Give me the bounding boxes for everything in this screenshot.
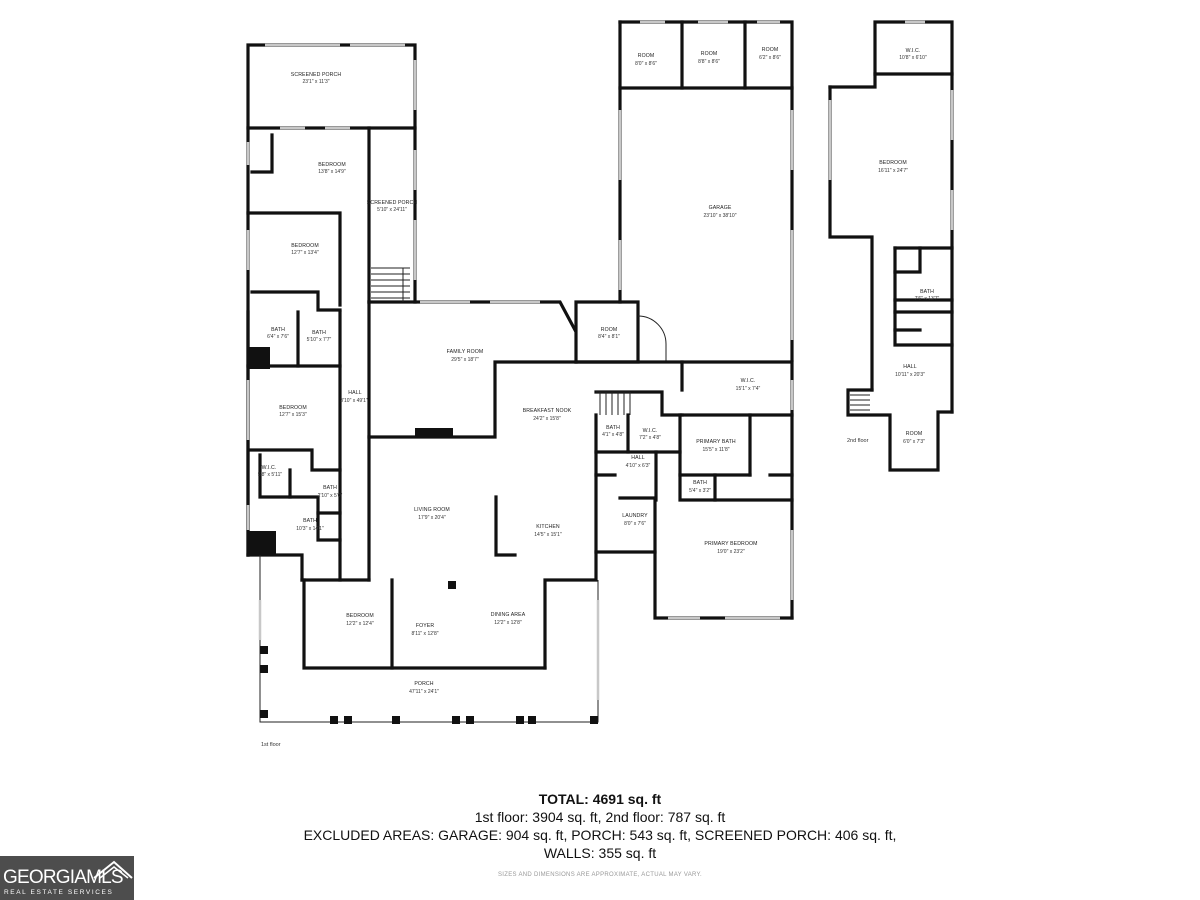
- room-upper-bath-name: BATH: [920, 289, 934, 295]
- room-bath-1-dims: 6'4" x 7'6": [267, 334, 289, 340]
- floor-label-first: 1st floor: [261, 742, 281, 748]
- room-living-room-dims: 17'9" x 20'4": [418, 515, 446, 521]
- room-wic-3-dims: 7'2" x 4'8": [639, 435, 661, 441]
- room-bedroom-1-name: BEDROOM: [318, 162, 346, 168]
- room-family-room-dims: 29'5" x 18'7": [451, 357, 479, 363]
- room-screened-porch-dims: 23'1" x 11'3": [302, 79, 329, 85]
- room-dining-area-name: DINING AREA: [491, 612, 526, 618]
- room-bedroom-2-name: BEDROOM: [291, 243, 319, 249]
- floor-areas: 1st floor: 3904 sq. ft, 2nd floor: 787 s…: [474, 809, 726, 825]
- room-garage-room-2-name: ROOM: [701, 51, 718, 57]
- excluded-areas: EXCLUDED AREAS: GARAGE: 904 sq. ft, PORC…: [303, 827, 897, 843]
- room-garage-room-2-dims: 8'8" x 8'6": [698, 59, 720, 65]
- room-bath-3-name: BATH: [323, 485, 337, 491]
- room-porch-dims: 47'11" x 24'1": [409, 689, 439, 695]
- room-primary-bath-dims: 15'5" x 11'8": [702, 447, 729, 453]
- room-hall-name: HALL: [348, 390, 361, 396]
- room-garage-room-1-name: ROOM: [638, 53, 655, 59]
- room-upper-hall-name: HALL: [903, 364, 916, 370]
- disclaimer: SIZES AND DIMENSIONS ARE APPROXIMATE, AC…: [497, 872, 703, 878]
- second-floor-walls: [828, 20, 954, 472]
- room-bedroom-3-dims: 12'7" x 15'3": [279, 412, 307, 418]
- room-wic-1-dims: 5'8" x 5'11": [258, 472, 282, 478]
- room-bath-5-name: BATH: [606, 425, 620, 431]
- room-upper-room-name: ROOM: [906, 431, 923, 437]
- room-kitchen-name: KITCHEN: [536, 524, 560, 530]
- room-hall-2-name: HALL: [631, 455, 644, 461]
- room-dining-area-dims: 12'2" x 12'8": [494, 620, 522, 626]
- floor-label-second: 2nd floor: [847, 438, 869, 444]
- room-kitchen-dims: 14'5" x 15'1": [534, 532, 562, 538]
- room-bath-4-name: BATH: [303, 518, 317, 524]
- room-wic-2-dims: 15'1" x 7'4": [736, 386, 761, 392]
- georgia-mls-logo: GEORGIAMLS REAL ESTATE SERVICES: [0, 856, 134, 900]
- room-primary-bedroom-dims: 19'0" x 23'2": [717, 549, 745, 555]
- logo-tagline: REAL ESTATE SERVICES: [4, 889, 114, 896]
- room-upper-wic-name: W.I.C.: [906, 48, 921, 54]
- room-small-room-name: ROOM: [601, 327, 618, 333]
- room-porch-name: PORCH: [414, 681, 433, 687]
- room-breakfast-nook-dims: 24'2" x 15'8": [533, 416, 561, 422]
- room-labels: SCREENED PORCH 23'1" x 11'3" BEDROOM 13'…: [258, 47, 940, 748]
- room-bath-2-name: BATH: [312, 330, 326, 336]
- room-bedroom-2-dims: 12'7" x 13'4": [291, 250, 319, 256]
- room-upper-bedroom-dims: 16'11" x 24'7": [878, 168, 908, 174]
- room-upper-bath-dims: 7'6" x 13'7": [915, 296, 940, 302]
- room-foyer-dims: 8'11" x 12'8": [411, 631, 438, 637]
- total-area: TOTAL: 4691 sq. ft: [538, 791, 662, 807]
- room-bath-4-dims: 10'3" x 14'1": [296, 526, 324, 532]
- room-foyer-name: FOYER: [416, 623, 435, 629]
- logo-wordmark: GEORGIAMLS: [3, 867, 124, 888]
- room-garage-room-3-dims: 6'2" x 8'6": [759, 55, 781, 61]
- room-bedroom-3-name: BEDROOM: [279, 405, 307, 411]
- house-roof-icon: [93, 860, 133, 879]
- room-bath-6-name: BATH: [693, 480, 707, 486]
- room-primary-bath-name: PRIMARY BATH: [696, 439, 736, 445]
- room-garage-room-1-dims: 8'0" x 8'6": [635, 61, 657, 67]
- room-screened-porch-name: SCREENED PORCH: [291, 72, 342, 78]
- room-garage-name: GARAGE: [709, 205, 732, 211]
- room-laundry-name: LAUNDRY: [622, 513, 648, 519]
- walls-area: WALLS: 355 sq. ft: [543, 845, 657, 861]
- room-hall-dims: 3'10" x 49'1": [340, 398, 368, 404]
- room-primary-bedroom-name: PRIMARY BEDROOM: [704, 541, 757, 547]
- room-garage-dims: 23'10" x 38'10": [704, 213, 737, 219]
- room-bath-6-dims: 5'4" x 3'2": [689, 488, 711, 494]
- room-wic-2-name: W.I.C.: [741, 378, 756, 384]
- area-summary: TOTAL: 4691 sq. ft 1st floor: 3904 sq. f…: [0, 790, 1200, 862]
- room-bath-1-name: BATH: [271, 327, 285, 333]
- room-screened-porch-2-name: SCREENED PORCH: [367, 200, 418, 206]
- room-upper-room-dims: 6'0" x 7'3": [903, 439, 925, 445]
- room-bath-3-dims: 2'10" x 5'0": [318, 493, 343, 499]
- room-laundry-dims: 8'0" x 7'6": [624, 521, 646, 527]
- room-hall-2-dims: 4'10" x 6'3": [626, 463, 651, 469]
- room-wic-1-name: W.I.C.: [262, 465, 277, 471]
- room-garage-room-3-name: ROOM: [762, 47, 779, 53]
- room-bath-2-dims: 5'10" x 7'7": [307, 337, 332, 343]
- room-wic-3-name: W.I.C.: [643, 428, 658, 434]
- garage-walls: [618, 20, 794, 362]
- first-floor-walls: [246, 43, 794, 724]
- room-breakfast-nook-name: BREAKFAST NOOK: [523, 408, 572, 414]
- room-upper-hall-dims: 10'11" x 20'3": [895, 372, 925, 378]
- room-small-room-dims: 8'4" x 8'1": [598, 334, 620, 340]
- room-screened-porch-2-dims: 5'10" x 24'11": [377, 207, 407, 213]
- room-bedroom-1-dims: 13'8" x 14'9": [318, 169, 346, 175]
- room-bath-5-dims: 4'1" x 4'8": [602, 432, 624, 438]
- room-upper-bedroom-name: BEDROOM: [879, 160, 907, 166]
- room-bedroom-4-dims: 12'2" x 12'4": [346, 621, 374, 627]
- room-family-room-name: FAMILY ROOM: [447, 349, 484, 355]
- room-upper-wic-dims: 10'8" x 6'10": [899, 55, 927, 61]
- room-bedroom-4-name: BEDROOM: [346, 613, 374, 619]
- room-living-room-name: LIVING ROOM: [414, 507, 450, 513]
